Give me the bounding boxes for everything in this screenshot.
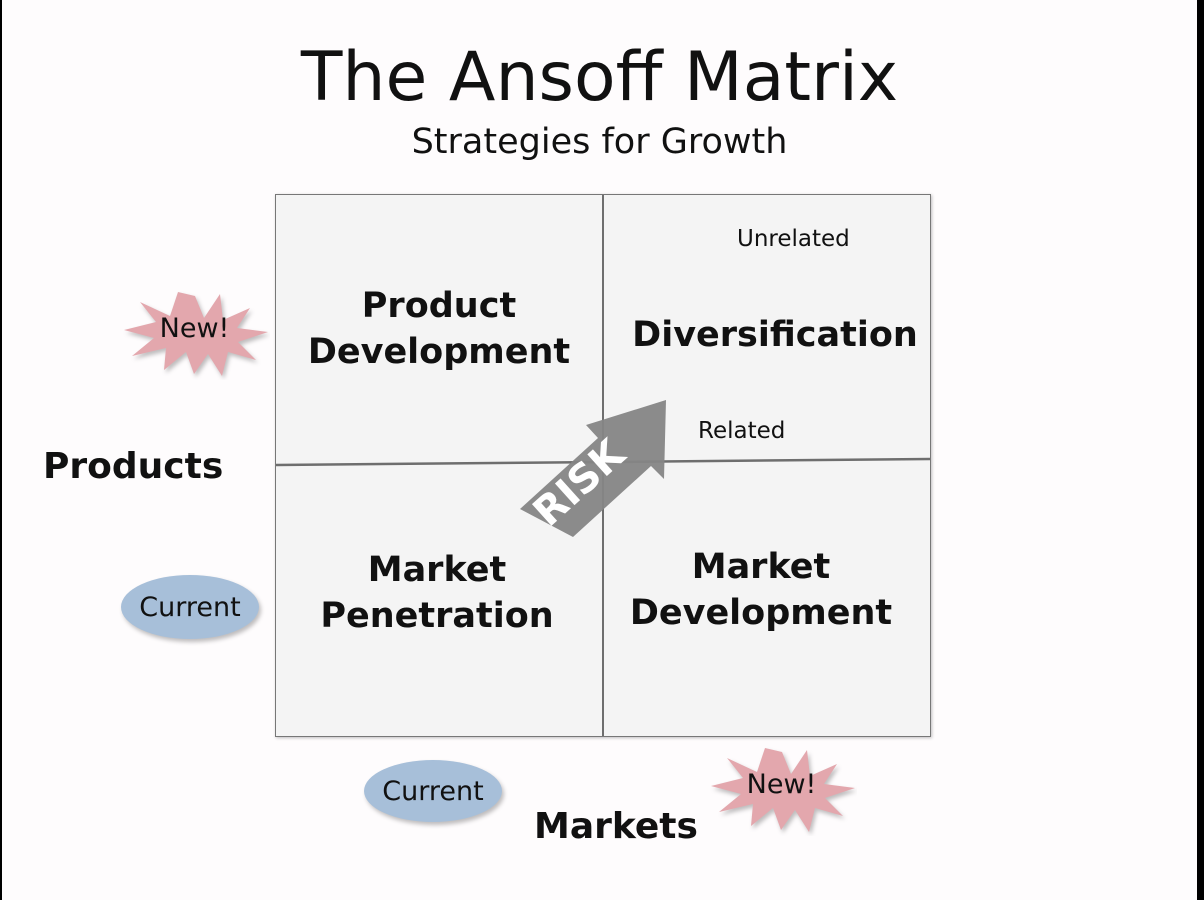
- quadrant-title-line: Penetration: [320, 596, 554, 636]
- quadrant-title-line: Product: [361, 286, 517, 326]
- risk-arrow-icon: RISK: [520, 400, 666, 537]
- quadrant-product-development: Product Development: [276, 283, 602, 375]
- label-new-products: New!: [159, 313, 230, 344]
- oval-current-products: Current: [121, 575, 259, 639]
- starburst-new-markets-icon: [711, 748, 855, 832]
- quadrant-market-development: Market Development: [602, 544, 920, 636]
- quadrant-title-line: Development: [629, 593, 893, 633]
- ansoff-matrix: Product Development Diversification Unre…: [275, 194, 931, 737]
- quadrant-title-line: Development: [307, 332, 571, 372]
- starburst-new-products-icon: [124, 292, 268, 376]
- oval-current-markets: Current: [364, 760, 502, 822]
- axis-label-products: Products: [43, 446, 224, 487]
- quadrant-market-penetration: Market Penetration: [276, 547, 598, 639]
- quadrant-title-line: Market: [691, 547, 831, 587]
- label-related: Related: [698, 418, 786, 444]
- label-current-products: Current: [139, 591, 241, 623]
- label-current-markets: Current: [382, 775, 484, 807]
- quadrant-diversification: Diversification: [610, 312, 940, 358]
- axis-label-markets: Markets: [534, 806, 698, 847]
- slide-subtitle: Strategies for Growth: [411, 122, 788, 162]
- quadrant-title-line: Market: [367, 550, 507, 590]
- label-unrelated: Unrelated: [737, 226, 850, 252]
- label-new-markets: New!: [746, 769, 817, 800]
- quadrant-title-line: Diversification: [632, 315, 918, 355]
- slide-title: The Ansoff Matrix: [300, 38, 899, 117]
